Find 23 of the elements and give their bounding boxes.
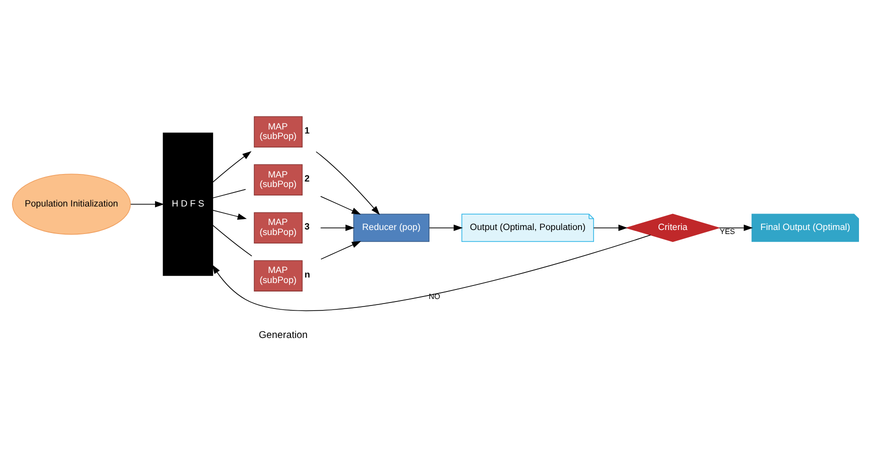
connector (212, 188, 246, 198)
node-label: 1 (304, 124, 310, 135)
node-label: 3 (304, 220, 310, 231)
arrow (428, 224, 463, 231)
arrow (316, 150, 380, 214)
arrow (212, 150, 252, 182)
arrow (212, 234, 651, 310)
node-box: Reducer (pop) (353, 213, 430, 242)
connector (212, 224, 252, 256)
arrow (212, 209, 247, 220)
node-box: H D F S (162, 132, 214, 276)
arrow (130, 200, 164, 207)
node-label: 2 (304, 172, 310, 183)
arrow (718, 224, 753, 231)
arrow (593, 224, 628, 231)
node-ellipse: Population Initialization (12, 173, 131, 234)
arrow (320, 195, 361, 214)
node-diamond: Criteria (625, 213, 720, 242)
arrow (320, 240, 362, 260)
label: Generation (258, 329, 308, 340)
arrow (320, 224, 355, 231)
node-label: n (304, 268, 310, 279)
edge-label: YES (720, 226, 735, 236)
